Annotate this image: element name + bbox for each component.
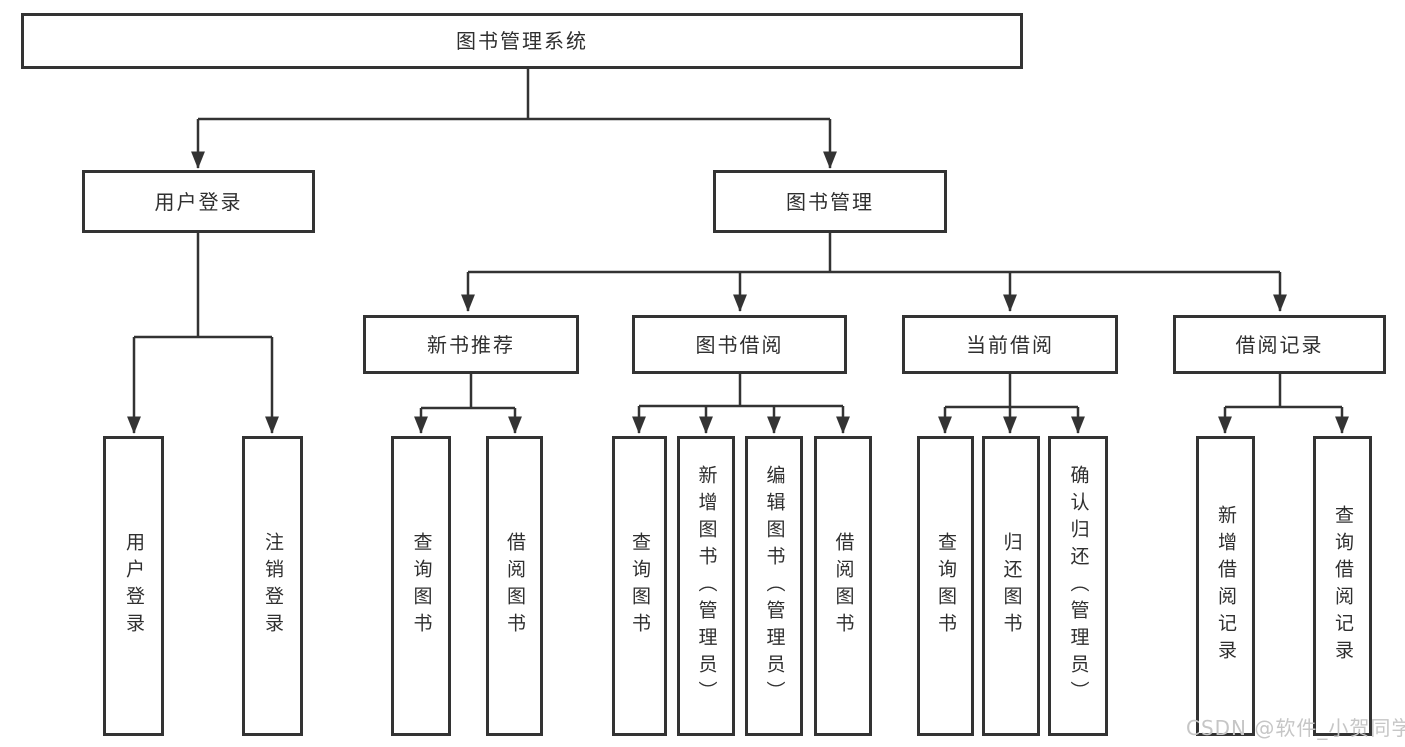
leaf-return-books: 归还图书 bbox=[982, 436, 1040, 736]
connector-user-login-split bbox=[134, 233, 272, 339]
connector-borrowing-records-split bbox=[1225, 374, 1342, 409]
connector-root-split bbox=[198, 69, 830, 121]
connector-book-management-split bbox=[468, 233, 1280, 274]
leaf-borrow-books-recommendation: 借阅图书 bbox=[486, 436, 543, 736]
node-borrowing-records: 借阅记录 bbox=[1173, 315, 1386, 374]
node-user-login: 用户登录 bbox=[82, 170, 315, 233]
leaf-borrow-books: 借阅图书 bbox=[814, 436, 872, 736]
leaf-user-login: 用户登录 bbox=[103, 436, 164, 736]
connector-book-borrowing-split bbox=[639, 374, 843, 408]
node-book-management: 图书管理 bbox=[713, 170, 947, 233]
leaf-query-borrowing-record: 查询借阅记录 bbox=[1313, 436, 1372, 736]
csdn-watermark: CSDN @软件_小贺同学 bbox=[1186, 716, 1405, 740]
node-root: 图书管理系统 bbox=[21, 13, 1023, 69]
node-new-book-recommendation: 新书推荐 bbox=[363, 315, 579, 374]
leaf-add-borrowing-record: 新增借阅记录 bbox=[1196, 436, 1255, 736]
connector-current-borrowing-split bbox=[945, 374, 1078, 409]
node-current-borrowing: 当前借阅 bbox=[902, 315, 1118, 374]
node-book-borrowing: 图书借阅 bbox=[632, 315, 847, 374]
leaf-add-books-admin: 新增图书（管理员） bbox=[677, 436, 735, 736]
leaf-query-books-recommendation: 查询图书 bbox=[391, 436, 451, 736]
leaf-confirm-return-admin: 确认归还（管理员） bbox=[1048, 436, 1108, 736]
leaf-query-books-borrowing: 查询图书 bbox=[612, 436, 667, 736]
leaf-edit-books-admin: 编辑图书（管理员） bbox=[745, 436, 803, 736]
leaf-logout: 注销登录 bbox=[242, 436, 303, 736]
leaf-query-books-current: 查询图书 bbox=[917, 436, 974, 736]
connector-new-book-split bbox=[421, 374, 515, 410]
